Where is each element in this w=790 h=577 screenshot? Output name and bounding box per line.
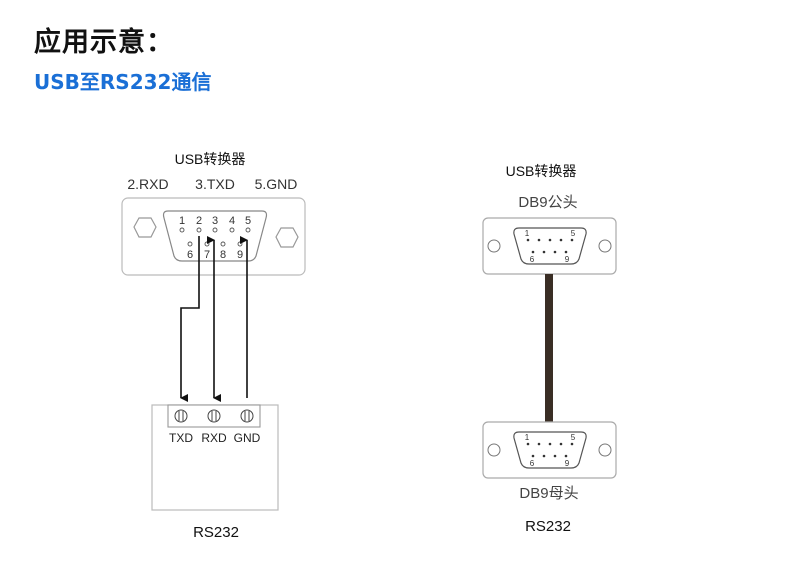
left-pin-label-9: 9 (237, 249, 243, 261)
left-pin-dot (204, 241, 210, 247)
left-pin-dot (196, 227, 202, 233)
db9-female-shell (513, 431, 587, 469)
terminal-label-txd: TXD (169, 431, 193, 445)
terminal-screw-icon (174, 409, 188, 423)
right-device-label: RS232 (525, 518, 571, 535)
left-pin-dot (212, 227, 218, 233)
male-pin-label-5: 5 (571, 229, 576, 238)
db9-male-shell (513, 227, 587, 265)
left-pin-label-2: 2 (196, 215, 202, 227)
terminal-screw-icon (240, 409, 254, 423)
db9-male-screw-right (598, 239, 612, 253)
female-pin-label-9: 9 (565, 459, 570, 468)
left-device-label: RS232 (193, 524, 239, 541)
left-pin-dot (179, 227, 185, 233)
right-converter-label: USB转换器 (506, 163, 577, 179)
female-pin-label-1: 1 (525, 433, 530, 442)
left-pin-label-3: 3 (212, 215, 218, 227)
male-pin-label-6: 6 (530, 255, 535, 264)
top-connector-label: DB9公头 (518, 194, 577, 211)
left-pin-dot (245, 227, 251, 233)
left-converter-label: USB转换器 (175, 151, 246, 167)
page-title: 应用示意： (34, 27, 174, 58)
left-pin-label-1: 1 (179, 215, 185, 227)
db9-cable (545, 274, 553, 422)
left-pin-dot (220, 241, 226, 247)
left-pin-dot (187, 241, 193, 247)
left-db9-screw-right (275, 227, 299, 248)
terminal-screw-icon (207, 409, 221, 423)
pin-legend-txd: 3.TXD (195, 176, 235, 192)
terminal-label-gnd: GND (234, 431, 261, 445)
wire-rxd-to-txd (180, 236, 200, 402)
bottom-connector-label: DB9母头 (519, 485, 578, 502)
left-pin-label-4: 4 (229, 215, 235, 227)
db9-male-screw-left (487, 239, 501, 253)
female-pin-label-5: 5 (571, 433, 576, 442)
terminal-label-rxd: RXD (201, 431, 227, 445)
pin-legend-gnd: 5.GND (255, 176, 298, 192)
left-pin-label-8: 8 (220, 249, 226, 261)
left-pin-label-5: 5 (245, 215, 251, 227)
left-pin-label-7: 7 (204, 249, 210, 261)
left-pin-label-6: 6 (187, 249, 193, 261)
pin-legend-rxd: 2.RXD (127, 176, 168, 192)
male-pin-label-1: 1 (525, 229, 530, 238)
left-diagram: USB转换器 2.RXD 3.TXD 5.GND 1 2 3 4 5 6 7 8… (121, 151, 306, 541)
right-diagram: USB转换器 DB9公头 1 5 6 9 (482, 163, 617, 535)
male-pin-label-9: 9 (565, 255, 570, 264)
left-pin-dot (229, 227, 235, 233)
left-db9-screw-left (133, 217, 157, 238)
left-pin-dot (237, 241, 243, 247)
female-pin-label-6: 6 (530, 459, 535, 468)
db9-female-screw-left (487, 443, 501, 457)
page-subtitle: USB至RS232通信 (34, 70, 212, 94)
db9-female-screw-right (598, 443, 612, 457)
